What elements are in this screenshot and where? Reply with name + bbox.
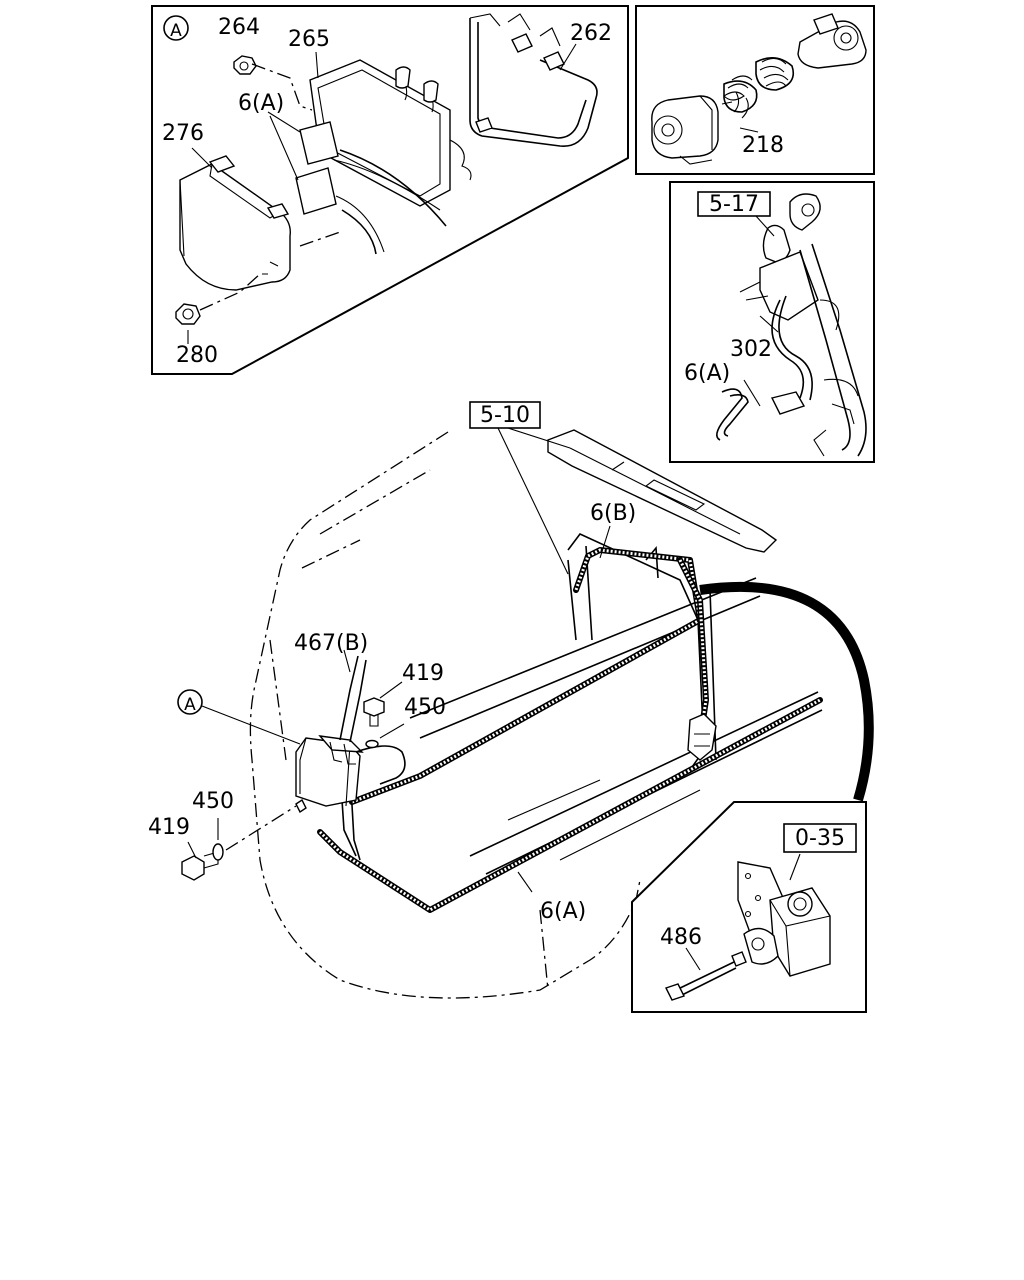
reference-mark-a-main-label: A xyxy=(184,695,196,715)
callout-450-upper: 450 xyxy=(404,695,446,720)
inset-detail-5-17: 5-17 302 6(A) xyxy=(669,181,875,463)
callout-467b: 467(B) xyxy=(294,631,368,656)
washer-450-upper-icon xyxy=(365,739,379,749)
callout-450-lower: 450 xyxy=(192,789,234,814)
nut-264-icon xyxy=(233,55,257,75)
bolt-419-upper-icon xyxy=(363,697,385,727)
ref-box-5-10-label: 5-10 xyxy=(480,403,530,428)
ref-box-5-17 xyxy=(697,191,771,217)
reference-mark-a-main-icon xyxy=(177,689,203,715)
callout-6a-inset-a: 6(A) xyxy=(238,91,284,116)
reference-mark-a-label: A xyxy=(170,21,182,41)
ref-box-5-10 xyxy=(469,401,541,429)
ref-box-0-35-label: 0-35 xyxy=(795,826,845,851)
callout-419-upper: 419 xyxy=(402,661,444,686)
washer-450-lower-icon xyxy=(212,843,224,861)
inset-detail-a: A 264 265 262 6(A) 276 280 xyxy=(151,5,629,375)
callout-218: 218 xyxy=(742,133,784,158)
inset-detail-0-35: 0-35 486 xyxy=(631,801,867,1013)
callout-262: 262 xyxy=(570,21,612,46)
callout-302: 302 xyxy=(730,337,772,362)
nut-280-icon xyxy=(175,303,201,325)
bolt-419-lower-icon xyxy=(181,851,219,881)
callout-280: 280 xyxy=(176,343,218,368)
callout-276: 276 xyxy=(162,121,204,146)
ref-box-5-17-label: 5-17 xyxy=(709,192,759,217)
callout-486: 486 xyxy=(660,925,702,950)
callout-6a-main: 6(A) xyxy=(540,899,586,924)
main-assembly-view: 5-10 xyxy=(148,401,874,999)
ref-box-0-35 xyxy=(783,823,857,853)
callout-265: 265 xyxy=(288,27,330,52)
callout-6b: 6(B) xyxy=(590,501,636,526)
inset-detail-218: 218 xyxy=(635,5,875,175)
callout-264: 264 xyxy=(218,15,260,40)
callout-419-lower: 419 xyxy=(148,815,190,840)
callout-6a-inset-5-17: 6(A) xyxy=(684,361,730,386)
reference-mark-a-icon xyxy=(163,15,189,41)
